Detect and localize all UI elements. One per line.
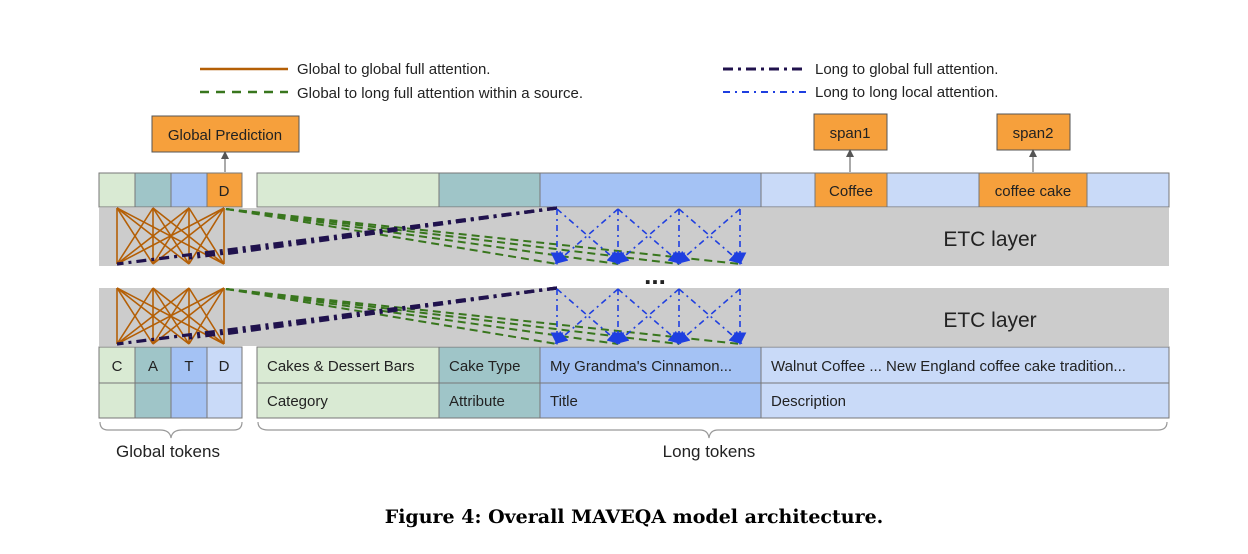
long-tokens-brace bbox=[257, 421, 1168, 439]
input-value-attribute-label: Cake Type bbox=[449, 358, 520, 375]
etc-layer-top-label: ETC layer bbox=[943, 228, 1036, 251]
g2g-line-bottom bbox=[116, 287, 190, 345]
g2g-line-top bbox=[188, 207, 225, 265]
input-global-c bbox=[98, 346, 136, 384]
g2l-line-top bbox=[225, 208, 741, 265]
span2-label: span2 bbox=[1013, 125, 1054, 142]
l2l-diagonal-bottom bbox=[615, 288, 680, 345]
input-table: C A T D Cakes & Dessert Bars Cake Type M… bbox=[98, 346, 1170, 419]
global-tokens-label: Global tokens bbox=[116, 442, 220, 461]
g2g-line-bottom bbox=[116, 287, 154, 345]
l2l-diagonal-top bbox=[678, 208, 743, 265]
etc-layer-bottom-label: ETC layer bbox=[943, 309, 1036, 332]
l2l-diagonal-bottom bbox=[556, 288, 621, 345]
input-global-t-lower bbox=[170, 382, 208, 419]
legend-g2g-label: Global to global full attention. bbox=[297, 61, 490, 78]
g2l-line-top bbox=[225, 208, 558, 265]
input-source-description-label: Description bbox=[771, 393, 846, 410]
g2g-line-bottom bbox=[152, 287, 225, 345]
input-source-title bbox=[539, 382, 762, 419]
legend: Global to global full attention. Global … bbox=[200, 61, 998, 102]
input-source-category bbox=[256, 382, 440, 419]
input-global-t-label: T bbox=[184, 358, 193, 375]
input-value-description bbox=[760, 346, 1170, 384]
top-long-category bbox=[256, 172, 440, 208]
top-span1-token bbox=[814, 172, 888, 208]
output-boxes: Global Prediction span1 span2 bbox=[151, 113, 1071, 172]
l2g-line-top bbox=[223, 206, 558, 256]
legend-l2l-label: Long to long local attention. bbox=[815, 84, 998, 101]
input-global-d-label: D bbox=[219, 358, 230, 375]
l2l-diagonal-bottom bbox=[617, 288, 682, 345]
input-global-c-lower bbox=[98, 382, 136, 419]
l2l-diagonal-top bbox=[615, 208, 680, 265]
legend-g2l-label: Global to long full attention within a s… bbox=[297, 85, 583, 102]
l2l-diagonal-top bbox=[554, 208, 619, 265]
top-long-attribute bbox=[438, 172, 541, 208]
layers-ellipsis: ... bbox=[644, 260, 666, 290]
input-value-attribute bbox=[438, 346, 541, 384]
span2-box bbox=[996, 113, 1071, 151]
input-source-attribute bbox=[438, 382, 541, 419]
top-span2-token-label: coffee cake bbox=[995, 183, 1071, 200]
input-global-a-lower bbox=[134, 382, 172, 419]
g2l-line-bottom bbox=[225, 288, 680, 345]
top-span2-token bbox=[978, 172, 1088, 208]
top-long-title bbox=[539, 172, 762, 208]
input-value-category bbox=[256, 346, 440, 384]
g2g-line-top bbox=[116, 207, 190, 265]
l2l-diagonal-top bbox=[556, 208, 621, 265]
input-value-category-label: Cakes & Dessert Bars bbox=[267, 358, 415, 375]
etc-layer-top: ETC layer bbox=[99, 208, 1169, 266]
g2g-line-top bbox=[152, 207, 225, 265]
l2l-diagonal-bottom bbox=[554, 288, 619, 345]
legend-l2g-label: Long to global full attention. bbox=[815, 61, 998, 78]
l2g-line-bottom bbox=[223, 286, 558, 336]
g2g-line-top bbox=[116, 207, 225, 265]
top-global-d-label: D bbox=[219, 183, 230, 200]
g2g-line-bottom bbox=[116, 287, 225, 345]
g2l-line-top bbox=[225, 208, 680, 265]
l2l-diagonal-bottom bbox=[678, 288, 743, 345]
g2g-line-bottom bbox=[188, 287, 225, 345]
attention-lines bbox=[116, 206, 747, 346]
long-tokens-label: Long tokens bbox=[663, 442, 756, 461]
braces: Global tokens Long tokens bbox=[99, 421, 1168, 461]
g2l-line-bottom bbox=[225, 288, 741, 345]
span1-label: span1 bbox=[830, 125, 871, 142]
top-global-d bbox=[206, 172, 243, 208]
input-global-d bbox=[206, 346, 243, 384]
g2g-line-top bbox=[116, 207, 154, 265]
global-prediction-label: Global Prediction bbox=[168, 127, 282, 144]
input-value-title-label: My Grandma's Cinnamon... bbox=[550, 358, 732, 375]
top-span1-token-label: Coffee bbox=[829, 183, 873, 200]
span1-box bbox=[813, 113, 888, 151]
l2l-diagonal-bottom bbox=[676, 288, 741, 345]
top-global-t bbox=[170, 172, 208, 208]
input-source-attribute-label: Attribute bbox=[449, 393, 505, 410]
input-global-d-lower bbox=[206, 382, 243, 419]
etc-layer-bottom: ETC layer bbox=[99, 288, 1169, 346]
input-value-description-label: Walnut Coffee ... New England coffee cak… bbox=[771, 358, 1126, 375]
input-source-category-label: Category bbox=[267, 393, 328, 410]
input-global-c-label: C bbox=[112, 358, 123, 375]
input-global-a-label: A bbox=[148, 358, 158, 375]
figure-caption: Figure 4: Overall MAVEQA model architect… bbox=[385, 506, 884, 528]
input-source-description bbox=[760, 382, 1170, 419]
global-tokens-brace bbox=[99, 421, 243, 439]
top-token-row: D Coffee coffee cake bbox=[98, 172, 1170, 208]
g2l-line-bottom bbox=[225, 288, 558, 345]
l2l-diagonal-top bbox=[617, 208, 682, 265]
top-global-c bbox=[98, 172, 136, 208]
input-source-title-label: Title bbox=[550, 393, 578, 410]
l2l-diagonal-top bbox=[676, 208, 741, 265]
input-global-t bbox=[170, 346, 208, 384]
global-prediction-box bbox=[151, 115, 300, 153]
top-global-a bbox=[134, 172, 172, 208]
